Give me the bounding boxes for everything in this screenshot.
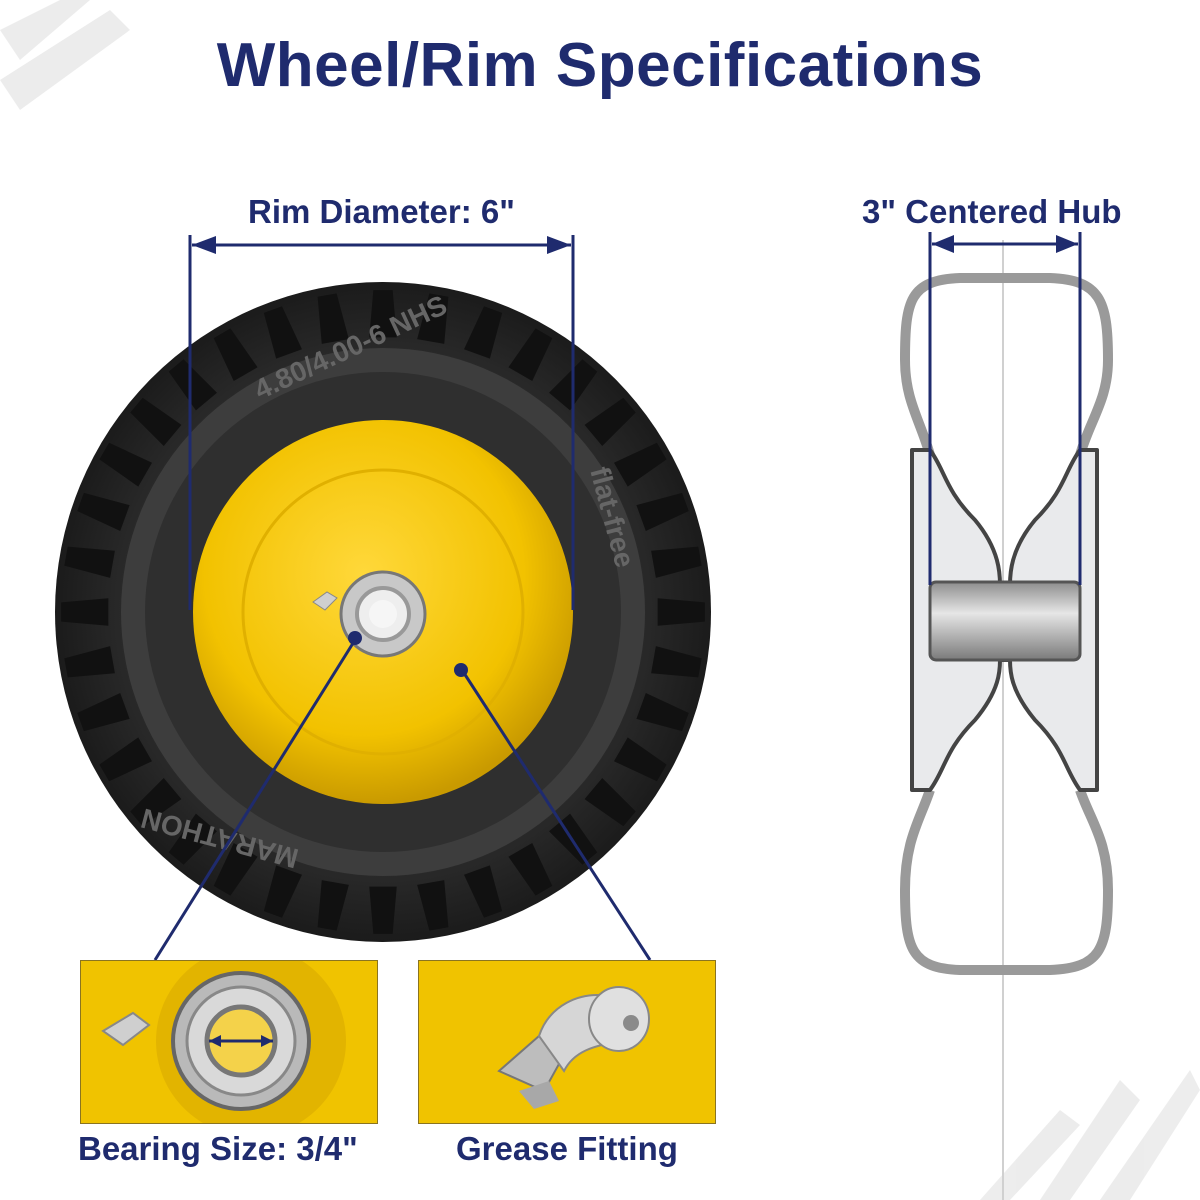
grease-fitting-label: Grease Fitting bbox=[456, 1130, 678, 1167]
page-title: Wheel/Rim Specifications bbox=[216, 31, 984, 100]
rim-diameter-label: Rim Diameter: 6" bbox=[248, 193, 515, 230]
tread-block bbox=[584, 778, 636, 827]
bearing-size-label: Bearing Size: 3/4" bbox=[78, 1130, 358, 1167]
tread-block bbox=[168, 813, 217, 865]
wheel-cross-section bbox=[900, 232, 1113, 1200]
tread-block bbox=[508, 842, 553, 896]
tread-block bbox=[77, 492, 130, 531]
tread-block bbox=[130, 397, 182, 446]
tread-block bbox=[508, 328, 553, 382]
tread-block bbox=[77, 693, 130, 732]
tread-block bbox=[213, 842, 258, 896]
tread-block bbox=[64, 546, 115, 578]
tire bbox=[55, 282, 711, 942]
hub-tube bbox=[928, 580, 1082, 662]
tread-block bbox=[369, 290, 397, 338]
tread-block bbox=[213, 328, 258, 382]
tread-block bbox=[657, 598, 705, 626]
tread-block bbox=[613, 737, 667, 782]
tread-block bbox=[61, 598, 109, 626]
tread-block bbox=[369, 886, 397, 934]
tread-block bbox=[464, 865, 503, 918]
callout-lines bbox=[153, 639, 652, 961]
tread-block bbox=[651, 646, 702, 678]
tread-block bbox=[317, 293, 349, 344]
tread-block bbox=[584, 397, 636, 446]
bearing-closeup-image bbox=[80, 960, 378, 1124]
rim-diameter-dimension bbox=[188, 235, 575, 610]
tread-block bbox=[651, 546, 702, 578]
tread-block bbox=[636, 492, 689, 531]
tread-block bbox=[417, 293, 449, 344]
tread-block bbox=[613, 442, 667, 487]
tread-block bbox=[99, 737, 153, 782]
centered-hub-label: 3" Centered Hub bbox=[862, 193, 1122, 230]
tread-block bbox=[168, 359, 217, 411]
tread-block bbox=[64, 646, 115, 678]
tread-block bbox=[130, 778, 182, 827]
tread-block bbox=[464, 306, 503, 359]
tread-block bbox=[317, 880, 349, 931]
tread-block bbox=[417, 880, 449, 931]
tread-block bbox=[99, 442, 153, 487]
tread-block bbox=[636, 693, 689, 732]
grease-fitting-closeup-image bbox=[418, 960, 716, 1124]
hub-width-dimension bbox=[928, 232, 1082, 585]
tread-block bbox=[263, 865, 302, 918]
tread-block bbox=[263, 306, 302, 359]
